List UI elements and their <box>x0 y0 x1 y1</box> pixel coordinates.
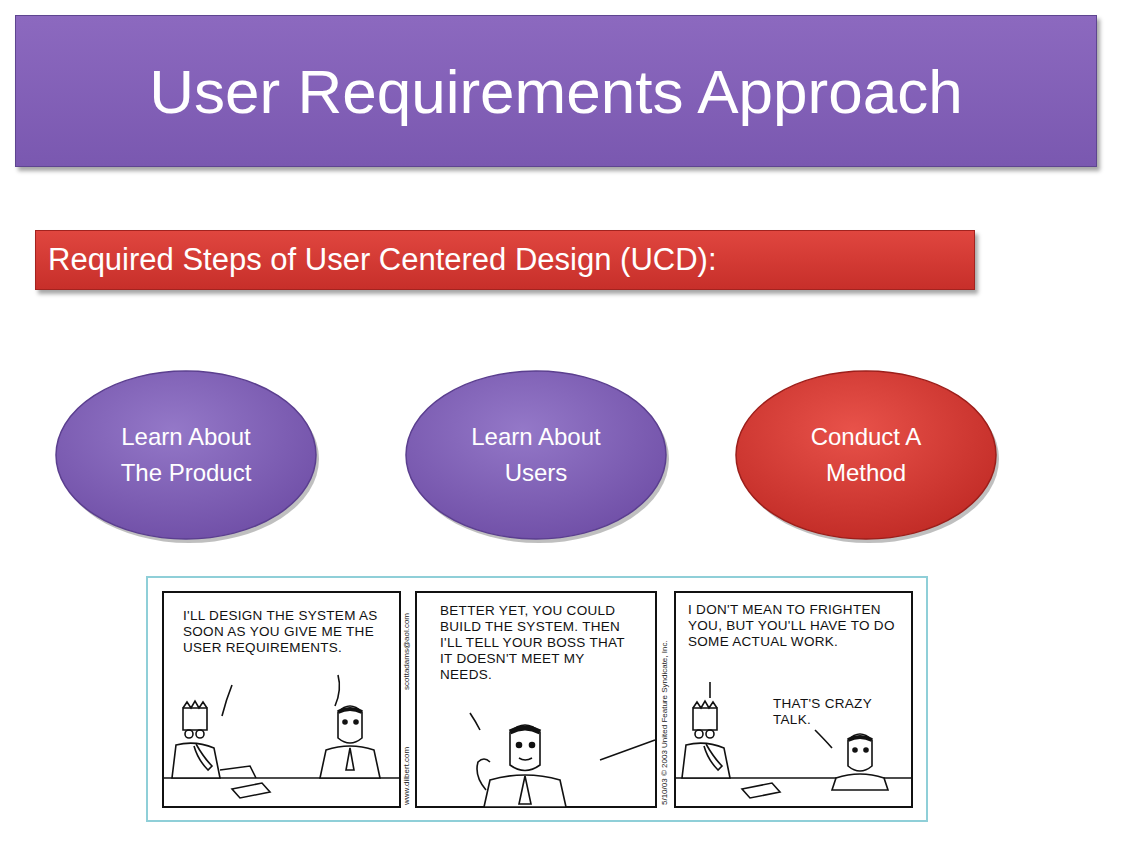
step-oval: Learn About The Product <box>55 370 317 540</box>
title-band: User Requirements Approach <box>15 15 1097 167</box>
margin-credit: www.dilbert.com <box>402 747 411 805</box>
speech-text: BETTER YET, YOU COULD BUILD THE SYSTEM. … <box>440 603 640 683</box>
oval-shape <box>55 370 317 540</box>
speech-text: I DON'T MEAN TO FRIGHTEN YOU, BUT YOU'LL… <box>688 602 898 650</box>
step-label: Learn About Users <box>455 419 617 491</box>
margin-credit: 5/10/03 © 2003 United Feature Syndicate,… <box>660 640 669 805</box>
step-oval: Learn About Users <box>405 370 667 540</box>
oval-shape <box>735 370 997 540</box>
subtitle-band: Required Steps of User Centered Design (… <box>35 230 975 290</box>
speech-text: THAT'S CRAZY TALK. <box>773 696 893 728</box>
margin-credit: scottadams@aol.com <box>402 613 411 690</box>
step-label: Learn About The Product <box>105 419 267 491</box>
subtitle-text: Required Steps of User Centered Design (… <box>36 242 717 278</box>
step-oval: Conduct A Method <box>735 370 997 540</box>
slide-title: User Requirements Approach <box>149 56 962 127</box>
oval-shape <box>405 370 667 540</box>
speech-text: I'LL DESIGN THE SYSTEM AS SOON AS YOU GI… <box>183 608 388 656</box>
step-label: Conduct A Method <box>785 419 947 491</box>
